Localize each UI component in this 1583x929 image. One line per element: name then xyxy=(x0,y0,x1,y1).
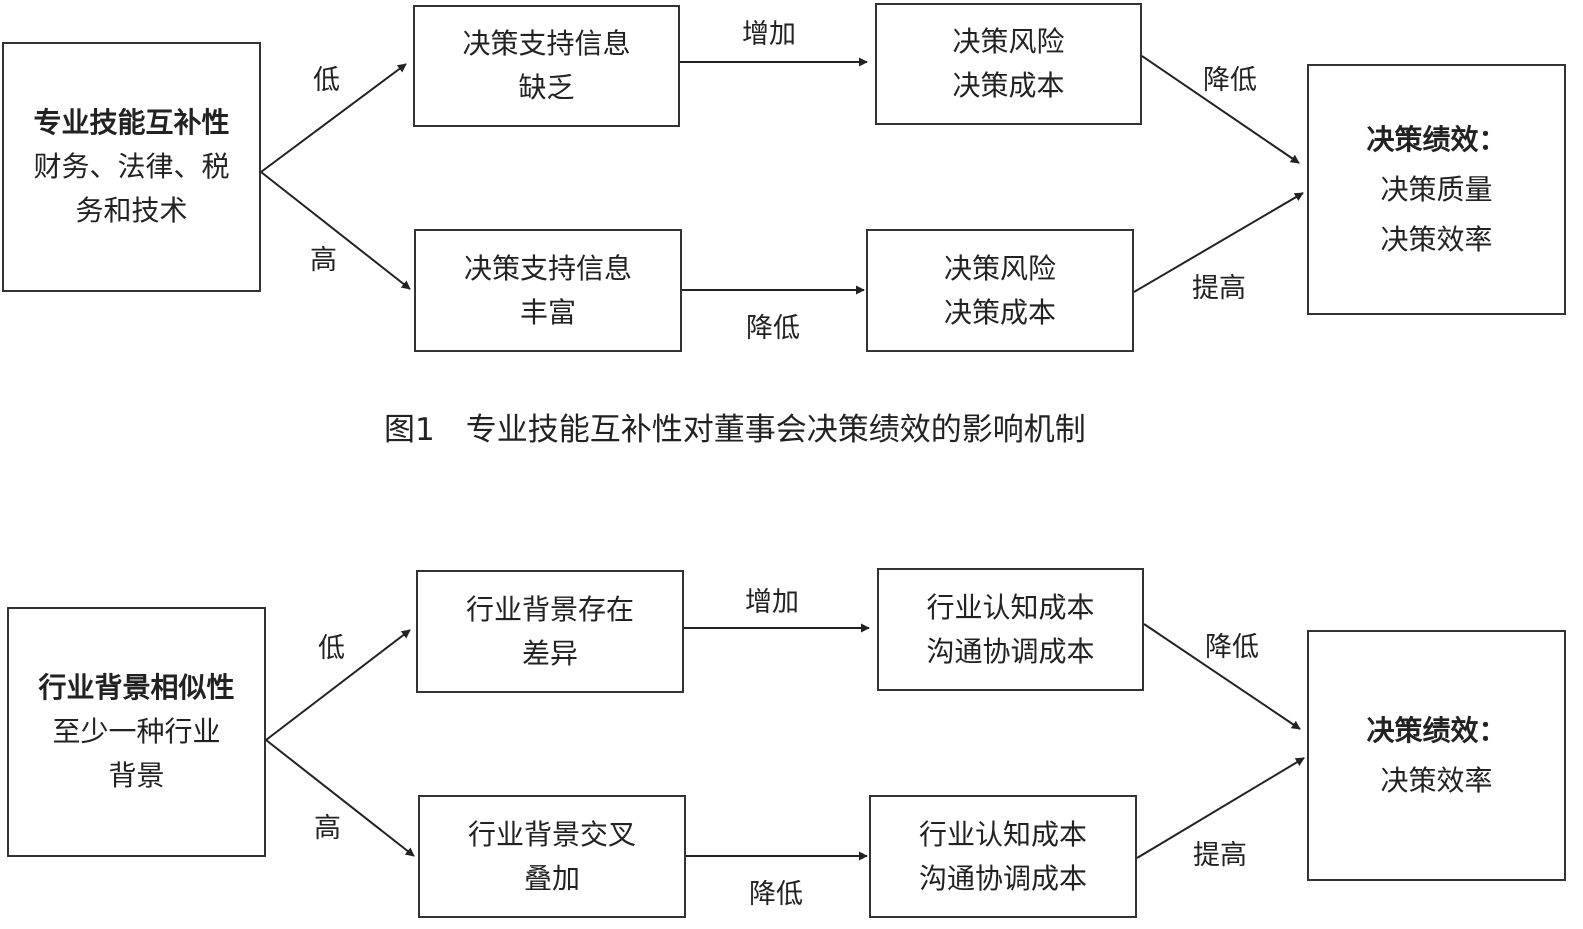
d1-lower-right-line2: 决策成本 xyxy=(943,295,1056,329)
d2-label-decrease-bottom: 降低 xyxy=(749,879,803,910)
d2-lower-right-line1: 行业认知成本 xyxy=(918,817,1087,851)
d2-outcome-box: 决策绩效： 决策效率 xyxy=(1307,630,1566,881)
d2-arrow-upper-right-to-outcome xyxy=(1143,623,1301,730)
d2-source-line1: 至少一种行业 xyxy=(52,715,221,748)
d2-upper-mid-line1: 行业背景存在 xyxy=(465,592,634,626)
d2-lower-right-box: 行业认知成本 沟通协调成本 xyxy=(869,795,1137,918)
d2-upper-mid-line2: 差异 xyxy=(521,636,578,670)
d2-label-high: 高 xyxy=(314,813,341,844)
d1-lower-mid-box: 决策支持信息 丰富 xyxy=(414,229,682,352)
d2-arrow-lower-right-to-outcome xyxy=(1136,757,1305,859)
d2-lower-mid-line2: 叠加 xyxy=(523,861,580,895)
d1-arrow-source-to-upper xyxy=(260,63,407,173)
d1-label-low: 低 xyxy=(313,65,340,96)
d2-upper-right-line2: 沟通协调成本 xyxy=(926,634,1095,668)
d1-label-raise: 提高 xyxy=(1192,273,1246,304)
d2-label-low: 低 xyxy=(318,633,345,664)
d2-arrow-source-to-lower xyxy=(265,739,415,857)
d1-upper-mid-line1: 决策支持信息 xyxy=(462,27,631,60)
d2-lower-mid-box: 行业背景交叉 叠加 xyxy=(418,795,686,918)
d1-source-line2: 务和技术 xyxy=(75,194,188,227)
d2-upper-right-box: 行业认知成本 沟通协调成本 xyxy=(877,568,1144,691)
d2-upper-mid-box: 行业背景存在 差异 xyxy=(416,570,684,693)
d1-label-high: 高 xyxy=(310,245,337,276)
d2-outcome-title: 决策绩效： xyxy=(1366,713,1507,747)
d1-lower-mid-line2: 丰富 xyxy=(519,295,576,329)
d1-arrow-lower-right-to-outcome xyxy=(1133,192,1304,293)
d1-arrow-source-to-lower xyxy=(260,171,411,290)
d1-outcome-line2: 决策效率 xyxy=(1380,222,1493,256)
d2-source-box: 行业背景相似性 至少一种行业 背景 xyxy=(7,607,266,857)
d1-lower-right-box: 决策风险 决策成本 xyxy=(866,229,1134,352)
d1-source-line1: 财务、法律、税 xyxy=(33,150,230,183)
d1-source-box: 专业技能互补性 财务、法律、税 务和技术 xyxy=(2,42,261,292)
d1-upper-mid-line2: 缺乏 xyxy=(518,71,575,104)
d1-outcome-box: 决策绩效： 决策质量 决策效率 xyxy=(1307,64,1566,315)
d1-label-increase: 增加 xyxy=(742,19,796,50)
d1-upper-right-line2: 决策成本 xyxy=(952,69,1065,102)
d1-upper-mid-box: 决策支持信息 缺乏 xyxy=(413,5,680,127)
d1-source-title: 专业技能互补性 xyxy=(33,106,230,139)
d1-label-decrease-top: 降低 xyxy=(1203,65,1257,96)
d2-outcome-line1: 决策效率 xyxy=(1380,763,1493,797)
d2-source-title: 行业背景相似性 xyxy=(38,671,235,704)
d2-source-line2: 背景 xyxy=(108,759,165,792)
d2-lower-mid-line1: 行业背景交叉 xyxy=(467,817,636,851)
d1-outcome-line1: 决策质量 xyxy=(1380,172,1493,206)
d1-outcome-title: 决策绩效： xyxy=(1366,122,1507,156)
d2-label-decrease-top: 降低 xyxy=(1205,632,1259,663)
d2-label-increase: 增加 xyxy=(745,587,799,618)
d2-label-raise: 提高 xyxy=(1193,840,1247,871)
d2-arrow-source-to-upper xyxy=(265,629,411,741)
figure-caption: 图1 专业技能互补性对董事会决策绩效的影响机制 xyxy=(384,412,1086,448)
d1-label-decrease-bottom: 降低 xyxy=(746,313,800,344)
d1-arrow-upper-right-to-outcome xyxy=(1141,55,1300,164)
d2-lower-right-line2: 沟通协调成本 xyxy=(918,861,1087,895)
d1-upper-right-box: 决策风险 决策成本 xyxy=(875,3,1142,125)
d2-upper-right-line1: 行业认知成本 xyxy=(926,590,1095,624)
d1-lower-mid-line1: 决策支持信息 xyxy=(463,251,632,285)
d1-lower-right-line1: 决策风险 xyxy=(943,251,1056,285)
d1-upper-right-line1: 决策风险 xyxy=(952,25,1065,58)
